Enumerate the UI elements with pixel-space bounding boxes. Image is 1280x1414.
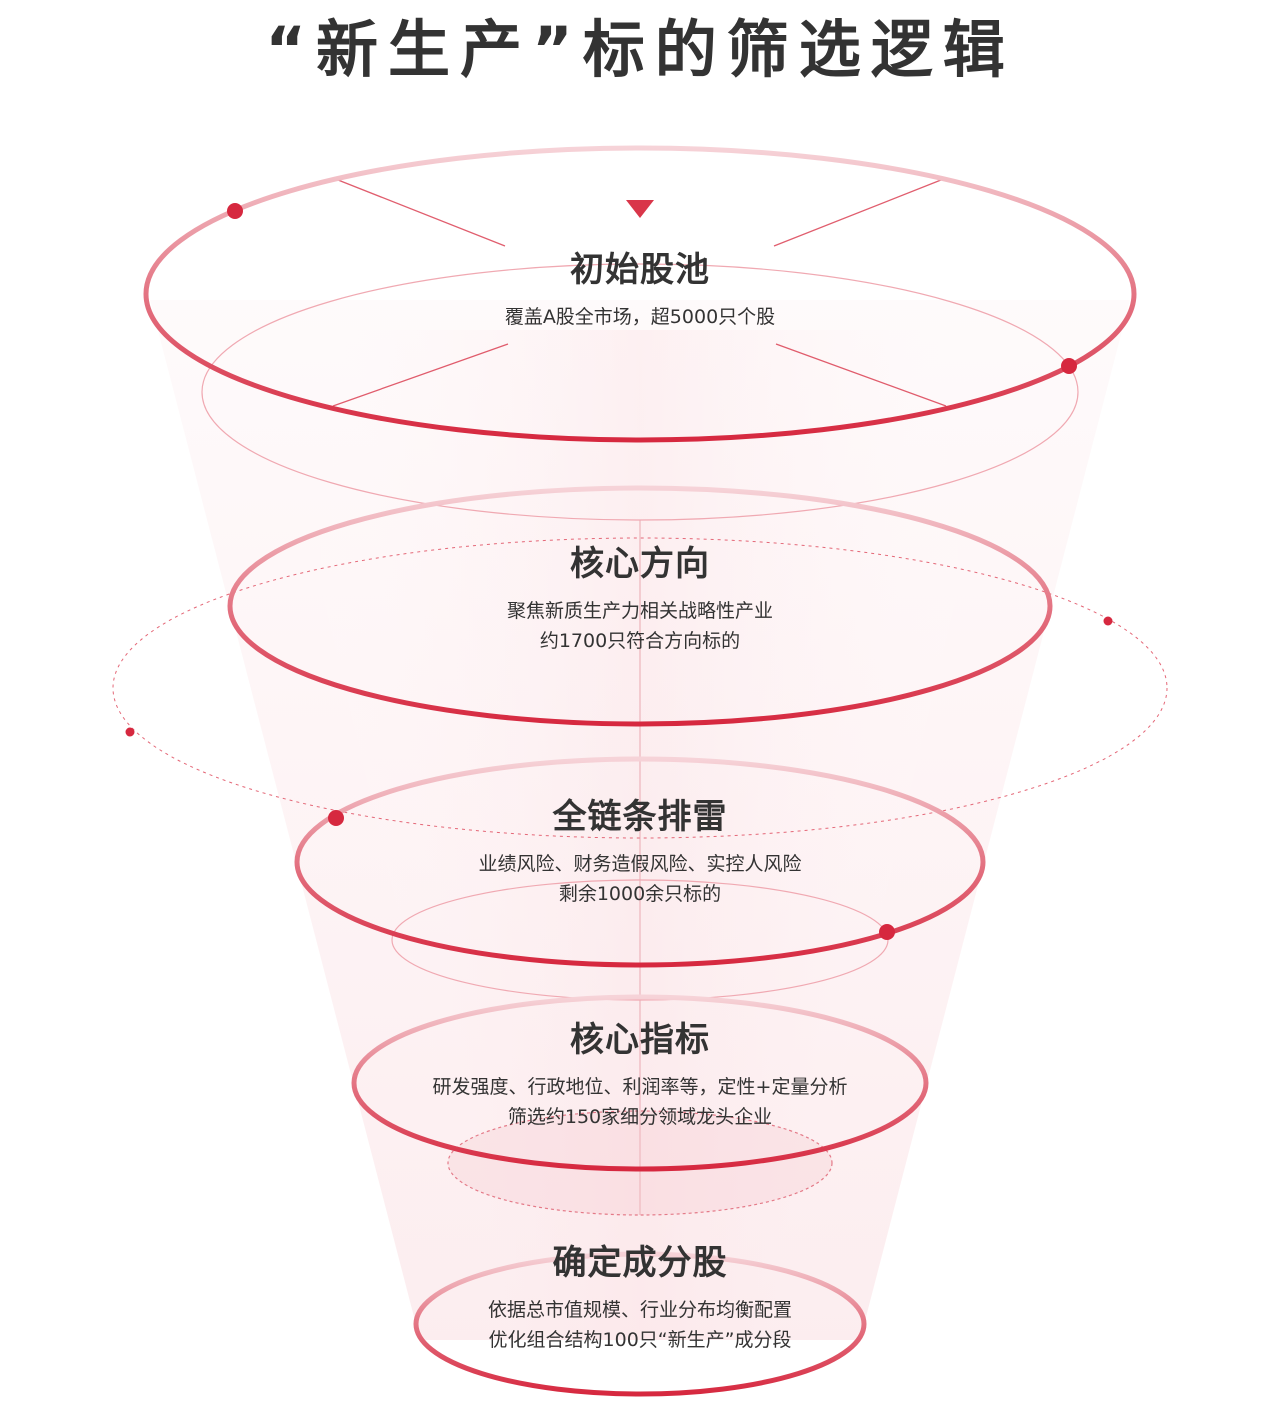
ring-stage-3	[294, 756, 986, 968]
ring-dot	[879, 924, 895, 940]
ring-stage-4	[351, 994, 929, 1172]
inner-ring-1	[201, 263, 1079, 521]
inner-ring-3	[391, 879, 889, 1001]
stage-desc: 业绩风险、财务造假风险、实控人风险	[478, 853, 802, 875]
stage-desc: 聚焦新质生产力相关战略性产业	[506, 600, 773, 622]
orbit-dot	[1103, 616, 1113, 626]
ring-stage-5	[413, 1251, 867, 1397]
stage-title: 初始股池	[570, 250, 710, 290]
cross-line	[332, 177, 506, 247]
ring-stage-1	[143, 145, 1137, 443]
arrow-head	[626, 200, 654, 218]
stage-desc: 约1700只符合方向标的	[539, 630, 741, 652]
stage-desc: 覆盖A股全市场，超5000只个股	[504, 306, 776, 328]
stage-desc: 筛选约150家细分领域龙头企业	[507, 1106, 773, 1128]
stage-title: 核心方向	[570, 544, 710, 584]
stage-desc: 优化组合结构100只“新生产”成分段	[488, 1329, 792, 1351]
stage-desc: 依据总市值规模、行业分布均衡配置	[487, 1299, 792, 1321]
stage-title: 核心指标	[570, 1020, 710, 1060]
ring-dot	[328, 810, 344, 826]
ring-dot	[1061, 358, 1077, 374]
stage-initial-pool: 初始股池 覆盖A股全市场，超5000只个股	[240, 248, 1040, 332]
stage-desc: 剩余1000余只标的	[558, 883, 722, 905]
ring-dot	[227, 203, 243, 219]
cross-line	[775, 343, 947, 407]
ring-stage-2	[227, 485, 1053, 727]
stage-desc: 研发强度、行政地位、利润率等，定性+定量分析	[432, 1076, 848, 1098]
stage-core-direction: 核心方向 聚焦新质生产力相关战略性产业 约1700只符合方向标的	[240, 542, 1040, 656]
stage-risk-screening: 全链条排雷 业绩风险、财务造假风险、实控人风险 剩余1000余只标的	[240, 795, 1040, 909]
cross-line	[773, 177, 947, 247]
inner-ring-4	[447, 1110, 833, 1216]
cross-line	[332, 343, 509, 407]
page-title: “新生产”标的筛选逻辑	[265, 13, 1015, 86]
stage-title: 全链条排雷	[552, 797, 728, 837]
orbit-ring	[112, 537, 1168, 839]
stage-title: 确定成分股	[552, 1243, 728, 1283]
stage-constituents: 确定成分股 依据总市值规模、行业分布均衡配置 优化组合结构100只“新生产”成分…	[240, 1241, 1040, 1355]
orbit-dot	[125, 727, 135, 737]
stage-core-indicators: 核心指标 研发强度、行政地位、利润率等，定性+定量分析 筛选约150家细分领域龙…	[240, 1018, 1040, 1132]
